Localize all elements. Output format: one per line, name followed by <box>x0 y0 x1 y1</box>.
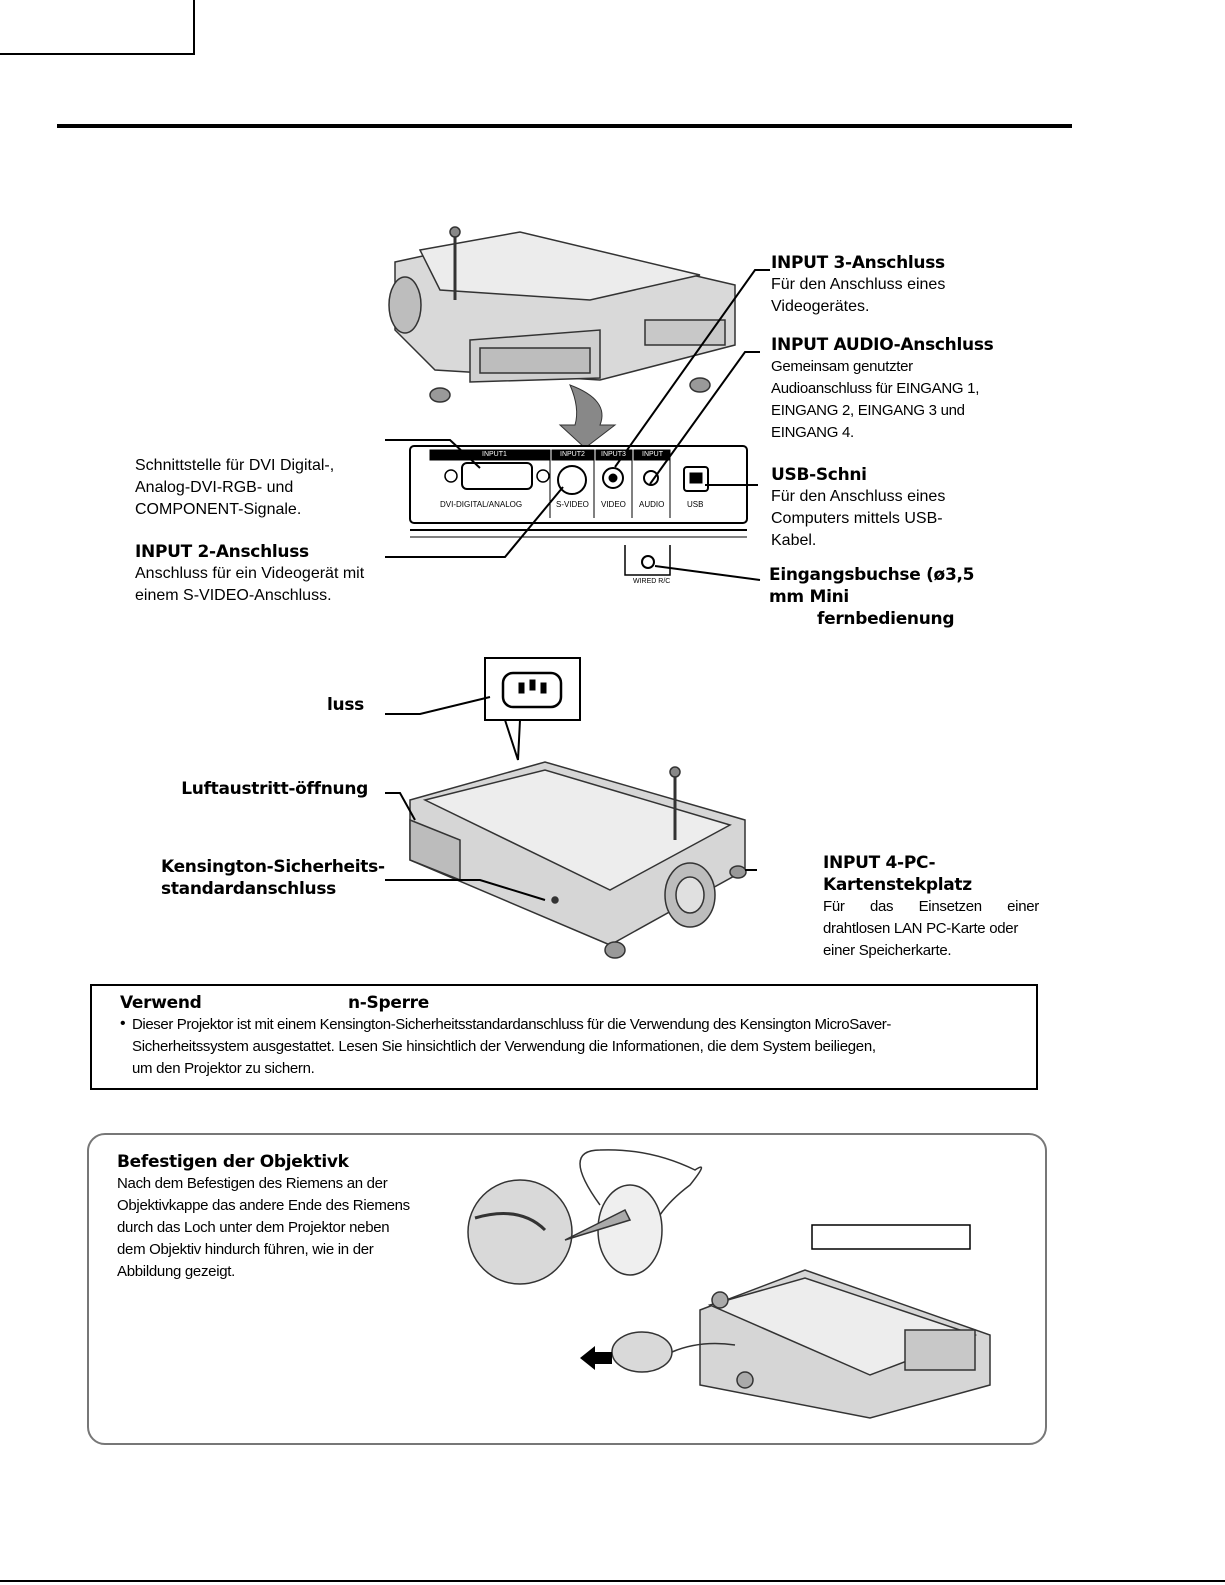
usb-line-3: Kabel. <box>771 532 817 549</box>
input2-callout: INPUT 2-Anschluss Anschluss für ein Vide… <box>135 541 364 607</box>
usb-callout: USB-Schni Für den Anschluss eines Comput… <box>771 464 945 552</box>
input-audio-callout: INPUT AUDIO-Anschluss Gemeinsam genutzte… <box>771 334 994 444</box>
input2-line-1: Anschluss für ein Videogerät mit <box>135 565 365 582</box>
dvi-callout: Schnittstelle für DVI Digital-, Analog-D… <box>135 455 334 521</box>
corner-tab-box <box>0 0 195 55</box>
panel-label-input3: INPUT3 <box>601 451 626 458</box>
lens-cap-line-5: Abbildung gezeigt. <box>117 1263 236 1280</box>
panel-label-input1: INPUT1 <box>482 451 507 458</box>
left-arrow-icon <box>580 1346 612 1370</box>
exhaust-title: Luftaustritt-öffnung <box>181 779 368 799</box>
lens-cap-line-4: dem Objektiv hindurch führen, wie in der <box>117 1241 374 1258</box>
leader-lines <box>385 269 770 901</box>
input2-title: INPUT 2-Anschluss <box>135 542 309 562</box>
usb-title: USB-Schni <box>771 465 867 485</box>
kensington-title-1: Kensington-Sicherheits- <box>161 857 385 877</box>
note-line-2: Sicherheitssystem ausgestattet. Lesen Si… <box>132 1038 876 1055</box>
panel-label-svideo: S-VIDEO <box>556 500 589 509</box>
header-rule <box>57 124 1072 128</box>
wired-rc-title-2: mm Mini <box>769 587 849 607</box>
wired-rc-title-3: fernbedienung <box>817 609 955 629</box>
dvi-line-2: Analog-DVI-RGB- und <box>135 479 294 496</box>
lens-cap-line-3: durch das Loch unter dem Projektor neben <box>117 1219 390 1236</box>
panel-label-usb: USB <box>687 500 704 509</box>
input4-line-1: Für das Einsetzen einer <box>823 898 1039 915</box>
kensington-note-box <box>90 984 1038 1090</box>
input4-callout: INPUT 4-PC- Kartenstekplatz Für das Eins… <box>823 852 1039 962</box>
input-audio-line-3: EINGANG 2, EINGANG 3 und <box>771 402 965 419</box>
panel-label-audio: AUDIO <box>639 500 665 509</box>
input-audio-title: INPUT AUDIO-Anschluss <box>771 335 994 355</box>
input4-line-3: einer Speicherkarte. <box>823 942 952 959</box>
connector-panel <box>409 445 748 576</box>
lens-cap-title: Befestigen der Objektivk <box>117 1152 349 1172</box>
input-audio-line-4: EINGANG 4. <box>771 424 854 441</box>
input-audio-line-1: Gemeinsam genutzter <box>771 358 913 375</box>
panel-label-input2: INPUT2 <box>560 451 585 458</box>
panel-label-video: VIDEO <box>601 500 626 509</box>
input3-callout: INPUT 3-Anschluss Für den Anschluss eine… <box>771 252 945 318</box>
lens-cap-line-2: Objektivkappe das andere Ende des Riemen… <box>117 1197 410 1214</box>
note-title-part-2: n-Sperre <box>348 993 429 1013</box>
input3-line-1: Für den Anschluss eines <box>771 276 946 293</box>
input4-title-2: Kartenstekplatz <box>823 875 972 895</box>
footer-rule <box>0 1580 1225 1582</box>
kensington-title-2: standardanschluss <box>161 879 336 899</box>
projector-rear-illustration <box>388 226 736 403</box>
lens-cap-line-1: Nach dem Befestigen des Riemens an der <box>117 1175 388 1192</box>
panel-label-wired-rc: WIRED R/C <box>633 578 671 585</box>
projector-front-illustration <box>409 761 747 959</box>
lens-cap-illustration <box>467 1149 991 1419</box>
dvi-line-1: Schnittstelle für DVI Digital-, <box>135 457 335 474</box>
lens-cap-box <box>87 1133 1047 1445</box>
input4-line-2: drahtlosen LAN PC-Karte oder <box>823 920 1019 937</box>
wired-rc-title-1: Eingangsbuchse (ø3,5 <box>769 565 975 585</box>
dvi-line-3: COMPONENT-Signale. <box>135 501 302 518</box>
power-title: luss <box>327 695 364 715</box>
input2-line-2: einem S-VIDEO-Anschluss. <box>135 587 332 604</box>
panel-label-input: INPUT <box>642 451 663 458</box>
kensington-callout: Kensington-Sicherheits- standardanschlus… <box>161 856 385 900</box>
wired-rc-callout: Eingangsbuchse (ø3,5 mm Mini fernbedienu… <box>769 564 974 630</box>
usb-line-2: Computers mittels USB- <box>771 510 943 527</box>
input-audio-line-2: Audioanschluss für EINGANG 1, <box>771 380 980 397</box>
power-inlet-illustration <box>484 657 581 761</box>
note-line-1: Dieser Projektor ist mit einem Kensingto… <box>132 1016 892 1033</box>
note-line-3: um den Projektor zu sichern. <box>132 1060 315 1077</box>
lens-cap-callout: Befestigen der Objektivk Nach dem Befest… <box>117 1151 410 1283</box>
input3-title: INPUT 3-Anschluss <box>771 253 945 273</box>
down-arrow-icon <box>558 384 617 449</box>
input4-title-1: INPUT 4-PC- <box>823 853 936 873</box>
note-bullet: • <box>120 1015 126 1032</box>
panel-label-dvi: DVI-DIGITAL/ANALOG <box>440 500 523 509</box>
note-title-part-1: Verwend <box>120 993 202 1013</box>
usb-line-1: Für den Anschluss eines <box>771 488 946 505</box>
input3-line-2: Videogerätes. <box>771 298 870 315</box>
